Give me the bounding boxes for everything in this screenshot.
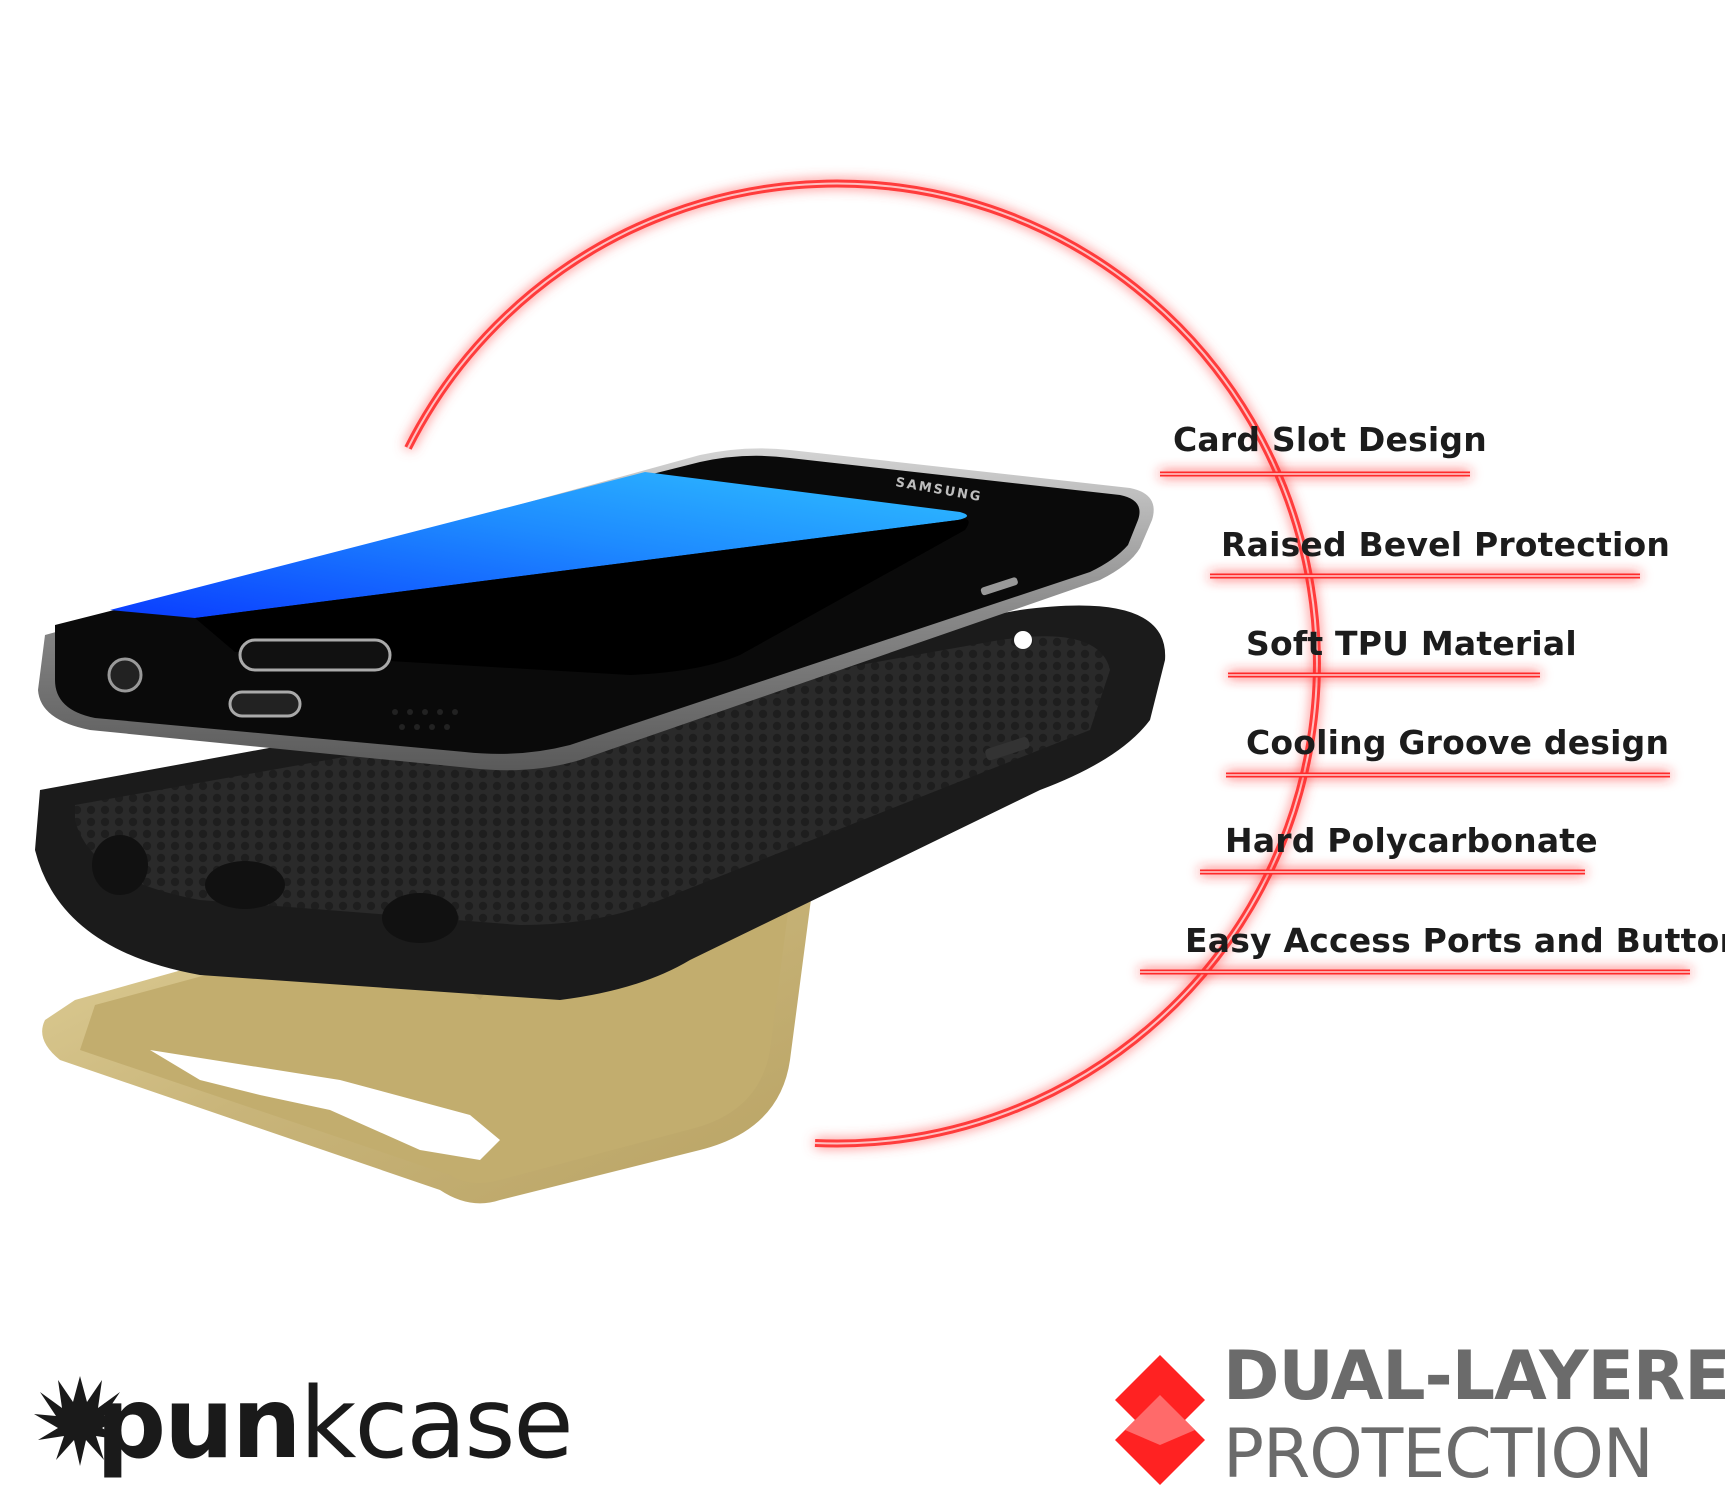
spiky-burst-logo-icon xyxy=(34,1376,126,1466)
punkcase-logo: punkcase xyxy=(40,1367,574,1495)
feature-label-cooling-groove: Cooling Groove design xyxy=(1246,723,1670,762)
brand-wordmark-rest: kcase xyxy=(299,1367,574,1481)
feature-label-easy-access: Easy Access Ports and Buttons xyxy=(1185,921,1725,960)
red-diamond-icon xyxy=(1115,1355,1205,1485)
black-tpu-layer xyxy=(35,605,1166,1000)
brand-wordmark: punkcase xyxy=(96,1367,574,1481)
badge-line1: DUAL-LAYERED xyxy=(1223,1337,1725,1416)
feature-label-raised-bevel: Raised Bevel Protection xyxy=(1221,525,1671,564)
brand-wordmark-bold: pun xyxy=(96,1367,302,1481)
badge-line2: PROTECTION xyxy=(1223,1415,1654,1494)
screen xyxy=(110,472,968,618)
dual-layered-badge: DUAL-LAYERED PROTECTION xyxy=(1105,1335,1725,1500)
phone: SAMSUNG xyxy=(38,448,1154,771)
feature-label-card-slot: Card Slot Design xyxy=(1173,420,1487,459)
red-arc xyxy=(404,179,1321,1148)
feature-label-soft-tpu: Soft TPU Material xyxy=(1246,624,1577,663)
feature-label-hard-polycarbonate: Hard Polycarbonate xyxy=(1225,821,1598,860)
